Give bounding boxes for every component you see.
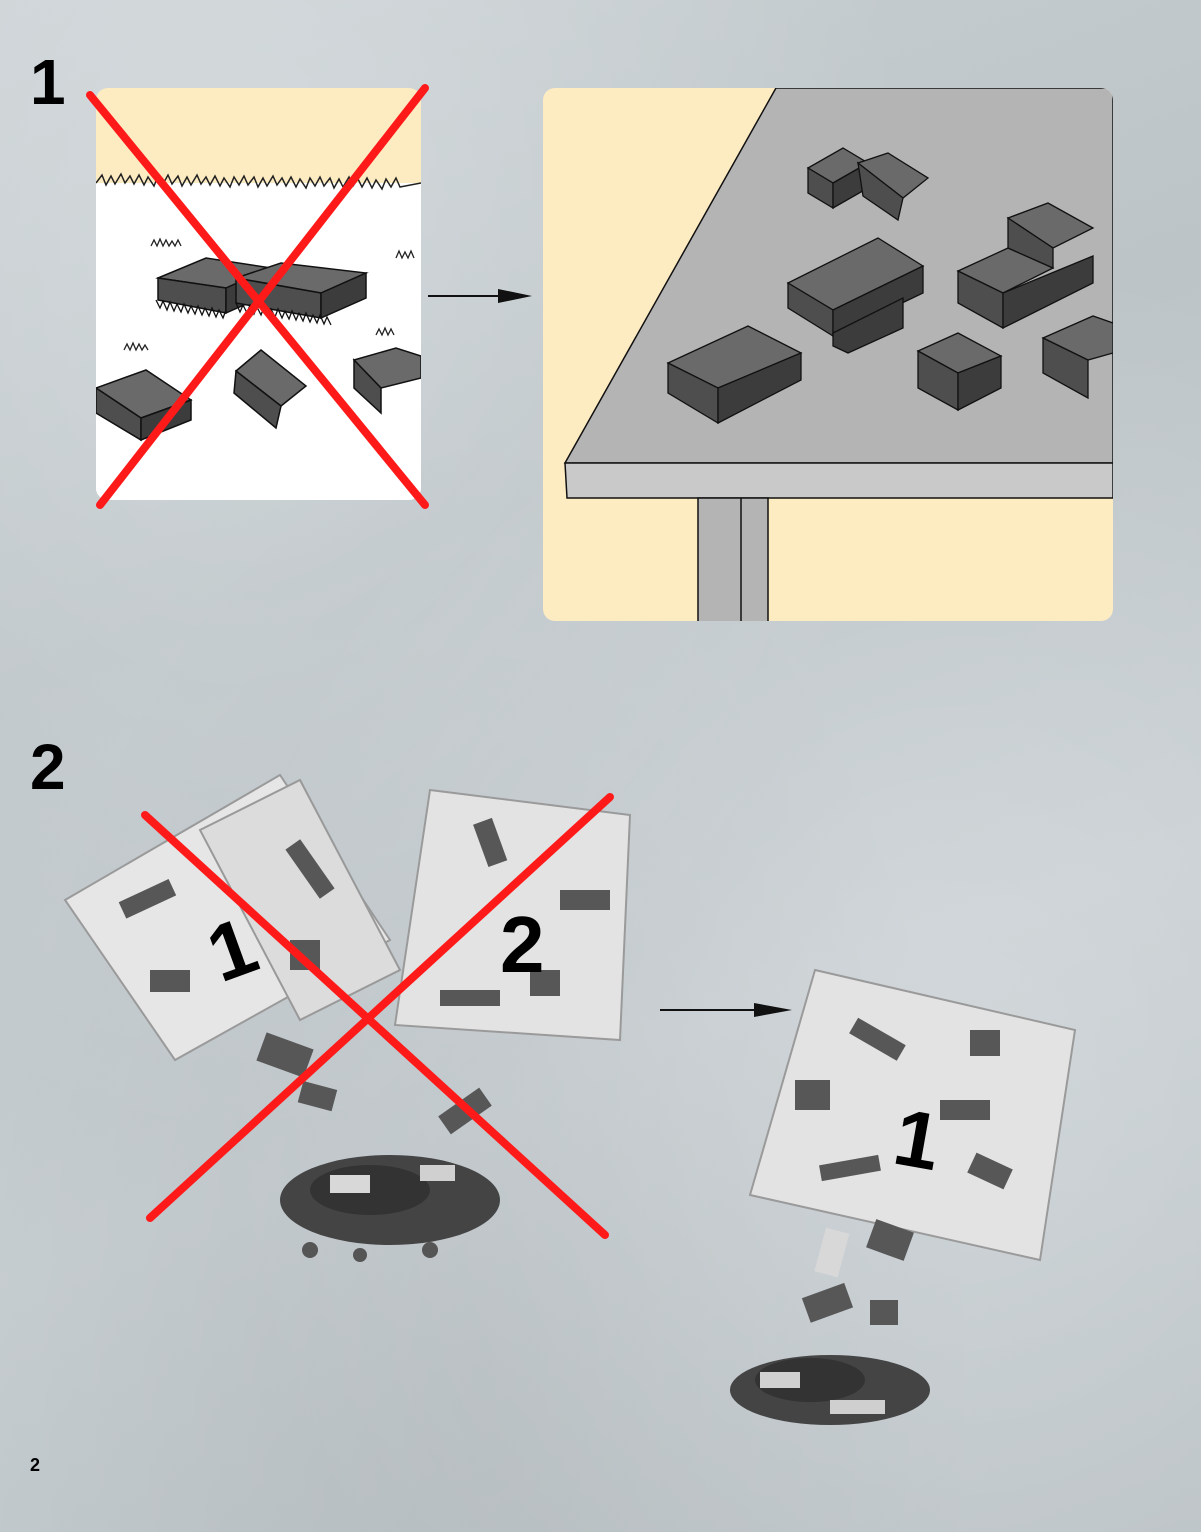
brick-grass-4 xyxy=(233,349,308,430)
page-number: 2 xyxy=(30,1455,41,1475)
arrow-right-icon xyxy=(428,289,532,303)
step-number-2: 2 xyxy=(30,731,66,803)
correct-table-panel xyxy=(543,88,1113,621)
single-bag-scene xyxy=(730,968,1077,1425)
bag-group-correct: 1 xyxy=(720,960,1100,1440)
bags-scene xyxy=(63,773,632,1262)
arrow-right-icon xyxy=(660,1003,792,1017)
step-number-1: 1 xyxy=(30,46,66,118)
grass-scene xyxy=(96,172,421,500)
bag-label-2: 2 xyxy=(500,900,545,989)
brick-table-3 xyxy=(786,237,925,354)
table-scene xyxy=(563,88,1113,621)
brick-table-2 xyxy=(856,152,930,222)
brick-table-4 xyxy=(956,202,1095,330)
brick-table-7 xyxy=(1041,315,1113,400)
brick-table-6 xyxy=(916,332,1003,412)
brick-table-5 xyxy=(666,325,803,425)
bag-group-wrong: 1 2 xyxy=(60,770,700,1262)
brick-grass-2 xyxy=(235,262,369,326)
brick-grass-5 xyxy=(352,347,421,415)
